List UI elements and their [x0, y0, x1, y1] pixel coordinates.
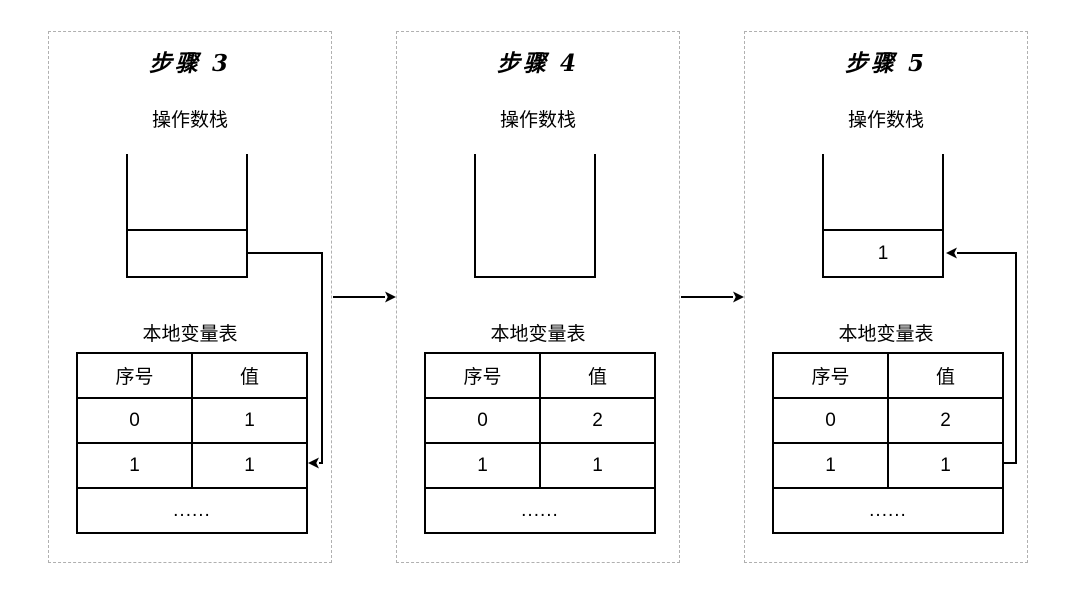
local-variable-table-label: 本地变量表: [490, 324, 586, 345]
cell-value: 2: [887, 397, 1004, 444]
cell-value: 1: [191, 397, 308, 444]
cell-value: 1: [887, 442, 1004, 489]
cell-index: 1: [76, 442, 193, 489]
arrow-step3-to-step4: [333, 291, 396, 303]
table-header-row: 序号 值: [772, 352, 1004, 399]
cell-index: 1: [772, 442, 889, 489]
cell-index: 0: [772, 397, 889, 444]
panel-title: 步骤 3: [148, 50, 231, 77]
local-variable-table-label: 本地变量表: [838, 324, 934, 345]
col-header-index: 序号: [76, 352, 193, 399]
col-header-value: 值: [887, 352, 1004, 399]
operand-stack-label: 操作数栈: [499, 110, 576, 131]
cell-ellipsis: ......: [424, 487, 656, 534]
cell-ellipsis: ......: [772, 487, 1004, 534]
cell-value: 1: [191, 442, 308, 489]
table-row: 0 2: [772, 397, 1004, 444]
table-row: 0 1: [76, 397, 308, 444]
local-variable-table-label: 本地变量表: [142, 324, 238, 345]
col-header-value: 值: [539, 352, 656, 399]
col-header-index: 序号: [772, 352, 889, 399]
table-row: 1 1: [424, 442, 656, 489]
table-row: 0 2: [424, 397, 656, 444]
cell-index: 0: [424, 397, 541, 444]
stack-slot: 1: [824, 229, 942, 276]
col-header-index: 序号: [424, 352, 541, 399]
table-row-ellipsis: ......: [76, 487, 308, 534]
operand-stack: 1: [822, 154, 944, 278]
table-header-row: 序号 值: [424, 352, 656, 399]
panel-step-4: 步骤 4 操作数栈 本地变量表 序号 值 0 2 1 1 ......: [396, 31, 680, 563]
cell-ellipsis: ......: [76, 487, 308, 534]
table-row-ellipsis: ......: [424, 487, 656, 534]
local-variable-table: 序号 值 0 2 1 1 ......: [424, 352, 656, 534]
table-row: 1 1: [772, 442, 1004, 489]
operand-stack: [126, 154, 248, 278]
operand-stack-label: 操作数栈: [151, 110, 228, 131]
cell-value: 2: [539, 397, 656, 444]
cell-value: 1: [539, 442, 656, 489]
table-row: 1 1: [76, 442, 308, 489]
operand-stack-label: 操作数栈: [847, 110, 924, 131]
arrow-step4-to-step5: [681, 291, 744, 303]
col-header-value: 值: [191, 352, 308, 399]
local-variable-table: 序号 值 0 1 1 1 ......: [76, 352, 308, 534]
cell-index: 0: [76, 397, 193, 444]
stack-slot: [128, 229, 246, 276]
panel-step-3: 步骤 3 操作数栈 本地变量表 序号 值 0 1 1 1 ......: [48, 31, 332, 563]
panel-step-5: 步骤 5 操作数栈 1 本地变量表 序号 值 0 2 1 1 ......: [744, 31, 1028, 563]
panel-title: 步骤 5: [844, 50, 927, 77]
cell-index: 1: [424, 442, 541, 489]
table-row-ellipsis: ......: [772, 487, 1004, 534]
panel-title: 步骤 4: [496, 50, 579, 77]
table-header-row: 序号 值: [76, 352, 308, 399]
operand-stack-empty: [474, 154, 596, 278]
local-variable-table: 序号 值 0 2 1 1 ......: [772, 352, 1004, 534]
